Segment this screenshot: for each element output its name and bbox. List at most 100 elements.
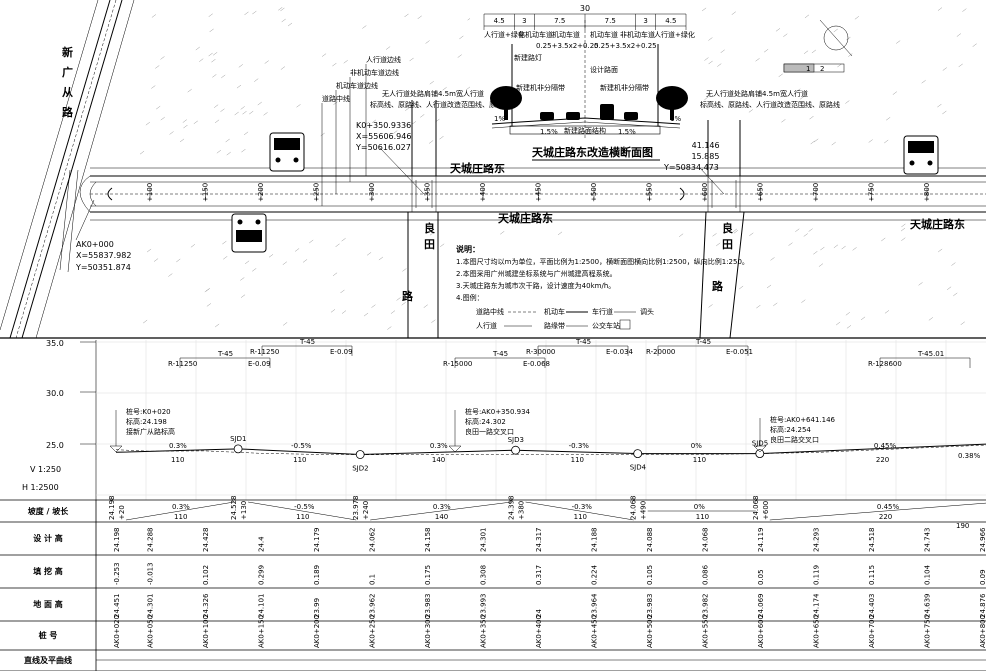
grade-length: 110 [171,456,184,464]
design-value: 24.518 [868,528,876,553]
callout-elevation: 标高:24.302 [465,417,506,426]
cut-fill-value: 0.115 [868,565,876,585]
xsec-slope-l: 1% [494,115,505,123]
cut-fill-value: 0.189 [313,565,321,585]
grade-row-grade: -0.3% [572,503,593,511]
terrain-hatching [139,7,977,330]
notes-block: 说明： 1.本图尺寸均以m为单位，平面比例为1:2500，横断面图横向比例1:2… [456,244,749,330]
road-name-label: 天城庄路东 [450,161,505,175]
profile-grid [95,340,986,500]
profile-grades: 0.3%110-0.5%1100.3%140-0.3%1100%1100.45%… [169,442,981,464]
callout-station: 桩号:AK0+641.146 [770,415,836,424]
design-value: 24.179 [313,528,321,553]
station-value: AK0+200 [313,615,321,648]
grade-label: 0.38% [958,452,981,460]
chainage-label: +450 [535,183,543,202]
xsec-width-5: 3 [643,17,647,25]
left-annotations: 人行道边线 非机动车道边线 机动车道边线 道路中线 无人行道处路肩铺4.5m宽人… [321,55,510,206]
legend-motor: 机动车 [544,307,565,316]
chainage-label: +650 [757,183,765,202]
note-sidewalk-edge: 人行道边线 [366,55,401,64]
curve-tangent: T-45 [492,350,508,358]
point-b-label: K0+350.9336 [356,121,411,130]
vpi-label: SJD1 [230,435,246,443]
design-value: 24.119 [757,528,765,553]
chainage-label: +500 [590,183,598,202]
ground-value: 24.326 [202,593,210,618]
grade-label: 0.3% [169,442,187,450]
ground-value: 24.876 [979,593,986,618]
grade-label: -0.5% [291,442,312,450]
ground-value: 23.993 [479,594,487,619]
scale-horizontal: H 1:2500 [22,483,59,492]
vpi-label: SJD4 [630,464,647,472]
scale-bar: 1 2 [783,63,845,73]
point-a: AK0+000 X=55837.982 Y=50351.874 [75,199,131,272]
callout-station: 桩号:K0+020 [126,407,171,416]
chainage-marks: +100+150+200+250+300+350+400+450+500+550… [146,183,931,202]
cross-road-1-name-2: 田 [424,238,435,251]
road-name-right-label: 天城庄路东 [910,217,965,231]
grade-row-sta: +600 [762,501,770,520]
note-left-text-1: 无人行道处路肩铺4.5m宽人行道 [382,89,484,98]
west-road-name-2: 广 [62,65,73,79]
design-value: 24.293 [812,528,820,553]
cut-fill-value: 0.09 [979,569,986,585]
vpi-label: SJD2 [352,465,368,473]
xsec-width-2: 3 [522,17,526,25]
chainage-label: +550 [646,183,654,202]
grade-label: 0.45% [874,442,897,450]
west-road-name-1: 新 [62,45,73,59]
grade-row-elev: 24.198 [108,496,116,521]
profile-callouts: 桩号:K0+020标高:24.198接新广从路标高桩号:AK0+350.934标… [109,407,836,453]
grade-row-grade: -0.5% [294,503,315,511]
station-value: AK0+050 [146,615,154,648]
vpi-marker [511,445,520,455]
cross-road-1-name-3: 路 [402,289,414,303]
ground-value: 23.982 [701,594,709,619]
row-label: 地 面 高 [33,599,63,609]
ground-value: 24.069 [757,594,765,619]
point-c-y: Y=50834.473 [663,163,719,172]
ground-value: 23.964 [590,593,598,618]
grade-length: 110 [693,456,706,464]
row-label: 坡度 / 坡长 [28,506,69,516]
notes-item-4: 4.图例： [456,293,484,302]
callout-note: 良田二路交叉口 [770,435,819,444]
cross-road-2-name-3: 路 [712,279,724,293]
tree-icon [490,86,522,120]
legend-curb: 路缘带 [544,321,565,330]
uturn-icon [107,187,685,201]
xsec-width-4: 7.5 [605,17,616,25]
north-arrow-icon [819,19,853,57]
xsec-slope-ml: 1.5% [540,128,558,136]
grade-row-elev: 23.978 [352,496,360,521]
station-value: AK0+750 [923,615,931,648]
chainage-label: +750 [868,183,876,202]
station-value: AK0+020 [113,615,121,648]
bus-stop-icon [231,213,267,253]
station-value: AK0+450 [590,615,598,648]
legend-center-line: 道路中线 [476,307,504,316]
grade-row-grade: 0.3% [433,503,451,511]
curve-tangent: T-45 [299,338,315,346]
design-value: 24.966 [979,527,986,552]
curve-radius: R-11250 [168,360,197,368]
grade-row-length: 110 [696,513,709,521]
ground-value: 23.962 [368,594,376,619]
design-value: 24.198 [113,528,121,553]
scale-bar-1: 1 [806,65,810,73]
xsec-sub-left: 0.25+3.5x2+0.25 [536,42,599,50]
ground-value: 24.301 [146,594,154,619]
design-value: 24.188 [590,528,598,553]
xsec-total-width: 30 [580,4,590,13]
point-a-x: X=55837.982 [76,251,131,260]
station-value: AK0+800 [979,615,986,648]
west-road-name-4: 路 [62,105,74,119]
cut-fill-value: -0.013 [146,562,154,585]
design-value: 24.301 [479,528,487,553]
design-value: 24.068 [701,528,709,553]
station-value: AK0+350 [479,615,487,648]
